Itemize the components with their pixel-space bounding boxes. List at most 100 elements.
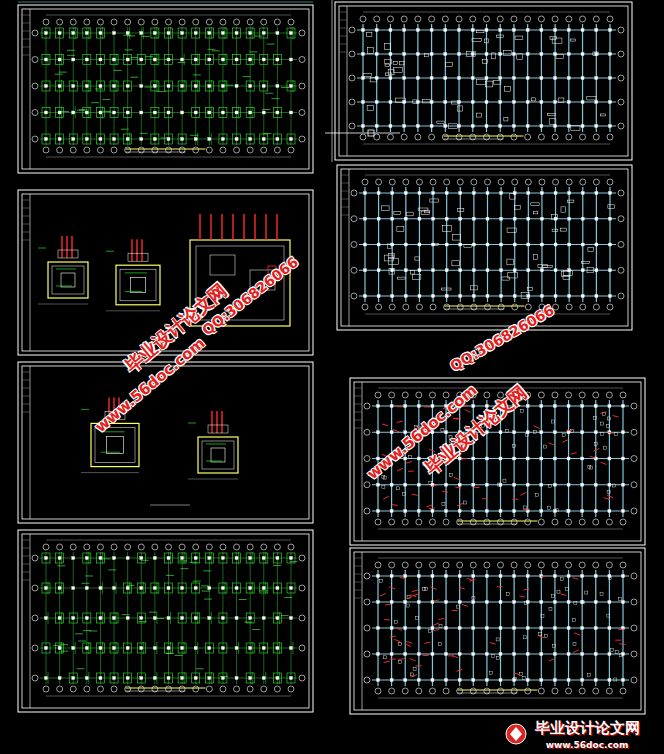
cad-line: [78, 641, 86, 642]
cad-line: [581, 679, 584, 682]
cad-line: [418, 217, 421, 220]
cad-line: [445, 192, 448, 195]
cad-line: [140, 587, 143, 590]
cad-line: [500, 269, 503, 272]
cad-line: [18, 362, 313, 523]
cad-line: [608, 205, 615, 209]
cad-line: [46, 696, 291, 697]
cad-line: [140, 138, 143, 141]
cad-line: [252, 672, 253, 684]
cad-line: [362, 179, 368, 185]
cad-line: [486, 295, 489, 298]
cad-line: [431, 24, 432, 132]
cad-line: [450, 473, 453, 476]
cad-line: [458, 690, 538, 691]
cad-line: [486, 243, 489, 246]
cad-line: [85, 575, 93, 576]
cad-line: [615, 640, 621, 641]
cad-line: [188, 423, 196, 424]
cad-line: [22, 404, 30, 405]
cad-line: [620, 519, 626, 525]
cad-line: [390, 405, 393, 408]
cad-line: [181, 677, 184, 680]
cad-line: [608, 457, 611, 460]
cad-line: [606, 425, 609, 428]
cad-line: [552, 420, 555, 423]
cad-line: [114, 27, 115, 145]
cad-line: [556, 509, 559, 512]
cad-line: [500, 192, 503, 195]
cad-line: [472, 457, 475, 460]
cad-line: [84, 147, 90, 153]
cad-line: [593, 449, 599, 452]
cad-line: [499, 679, 502, 682]
cad-line: [485, 125, 488, 128]
cad-line: [70, 544, 76, 550]
cad-line: [554, 295, 557, 298]
cad-line: [540, 405, 543, 408]
cad-line: [262, 587, 265, 590]
cad-line: [276, 58, 279, 61]
cad-line: [526, 653, 529, 656]
cad-line: [595, 269, 598, 272]
cad-line: [279, 642, 280, 654]
cad-line: [151, 81, 159, 91]
cad-line: [97, 147, 103, 153]
cad-line: [246, 28, 254, 38]
cad-line: [219, 55, 227, 65]
cad-line: [526, 575, 529, 578]
cad-line: [349, 123, 355, 129]
cad-line: [167, 85, 170, 88]
cad-line: [554, 400, 555, 517]
cad-line: [410, 673, 413, 676]
cad-line: [567, 483, 570, 486]
cad-line: [513, 601, 516, 604]
cad-line: [607, 614, 610, 617]
cad-line: [458, 679, 461, 682]
cad-line: [412, 494, 418, 495]
cad-line: [523, 509, 529, 510]
cad-line: [233, 553, 241, 563]
cad-line: [416, 519, 422, 525]
cad-line: [85, 557, 88, 560]
cad-line: [359, 295, 616, 296]
cad-line: [178, 613, 186, 623]
cad-line: [571, 126, 580, 131]
cad-line: [458, 601, 461, 604]
cad-line: [618, 598, 621, 601]
cad-line: [622, 457, 625, 460]
cad-line: [422, 99, 430, 103]
cad-line: [491, 654, 494, 657]
cad-line: [445, 653, 448, 656]
cad-line: [99, 85, 102, 88]
cad-line: [113, 111, 116, 114]
cad-line: [38, 248, 46, 249]
cad-line: [129, 582, 130, 594]
cad-line: [83, 134, 91, 144]
cad-line: [110, 643, 118, 653]
cad-line: [71, 236, 72, 258]
cad-line: [458, 653, 461, 656]
cad-line: [445, 295, 448, 298]
cad-line: [224, 582, 225, 594]
cad-line: [116, 642, 117, 654]
cad-line: [61, 642, 62, 654]
cad-line: [380, 593, 386, 596]
cad-line: [485, 575, 488, 578]
cad-line: [151, 134, 159, 144]
cad-line: [513, 457, 516, 460]
cad-line: [582, 400, 583, 517]
cad-line: [262, 138, 265, 141]
drawing-sheet: [18, 5, 313, 173]
cad-line: [22, 23, 30, 24]
cad-line: [72, 587, 75, 590]
cad-line: [552, 392, 558, 398]
cad-line: [405, 570, 406, 686]
cad-line: [406, 604, 409, 607]
cad-line: [562, 433, 565, 436]
cad-line: [389, 304, 395, 310]
cad-line: [442, 503, 445, 506]
cad-line: [526, 101, 529, 104]
cad-line: [511, 16, 517, 22]
cad-line: [504, 118, 508, 121]
